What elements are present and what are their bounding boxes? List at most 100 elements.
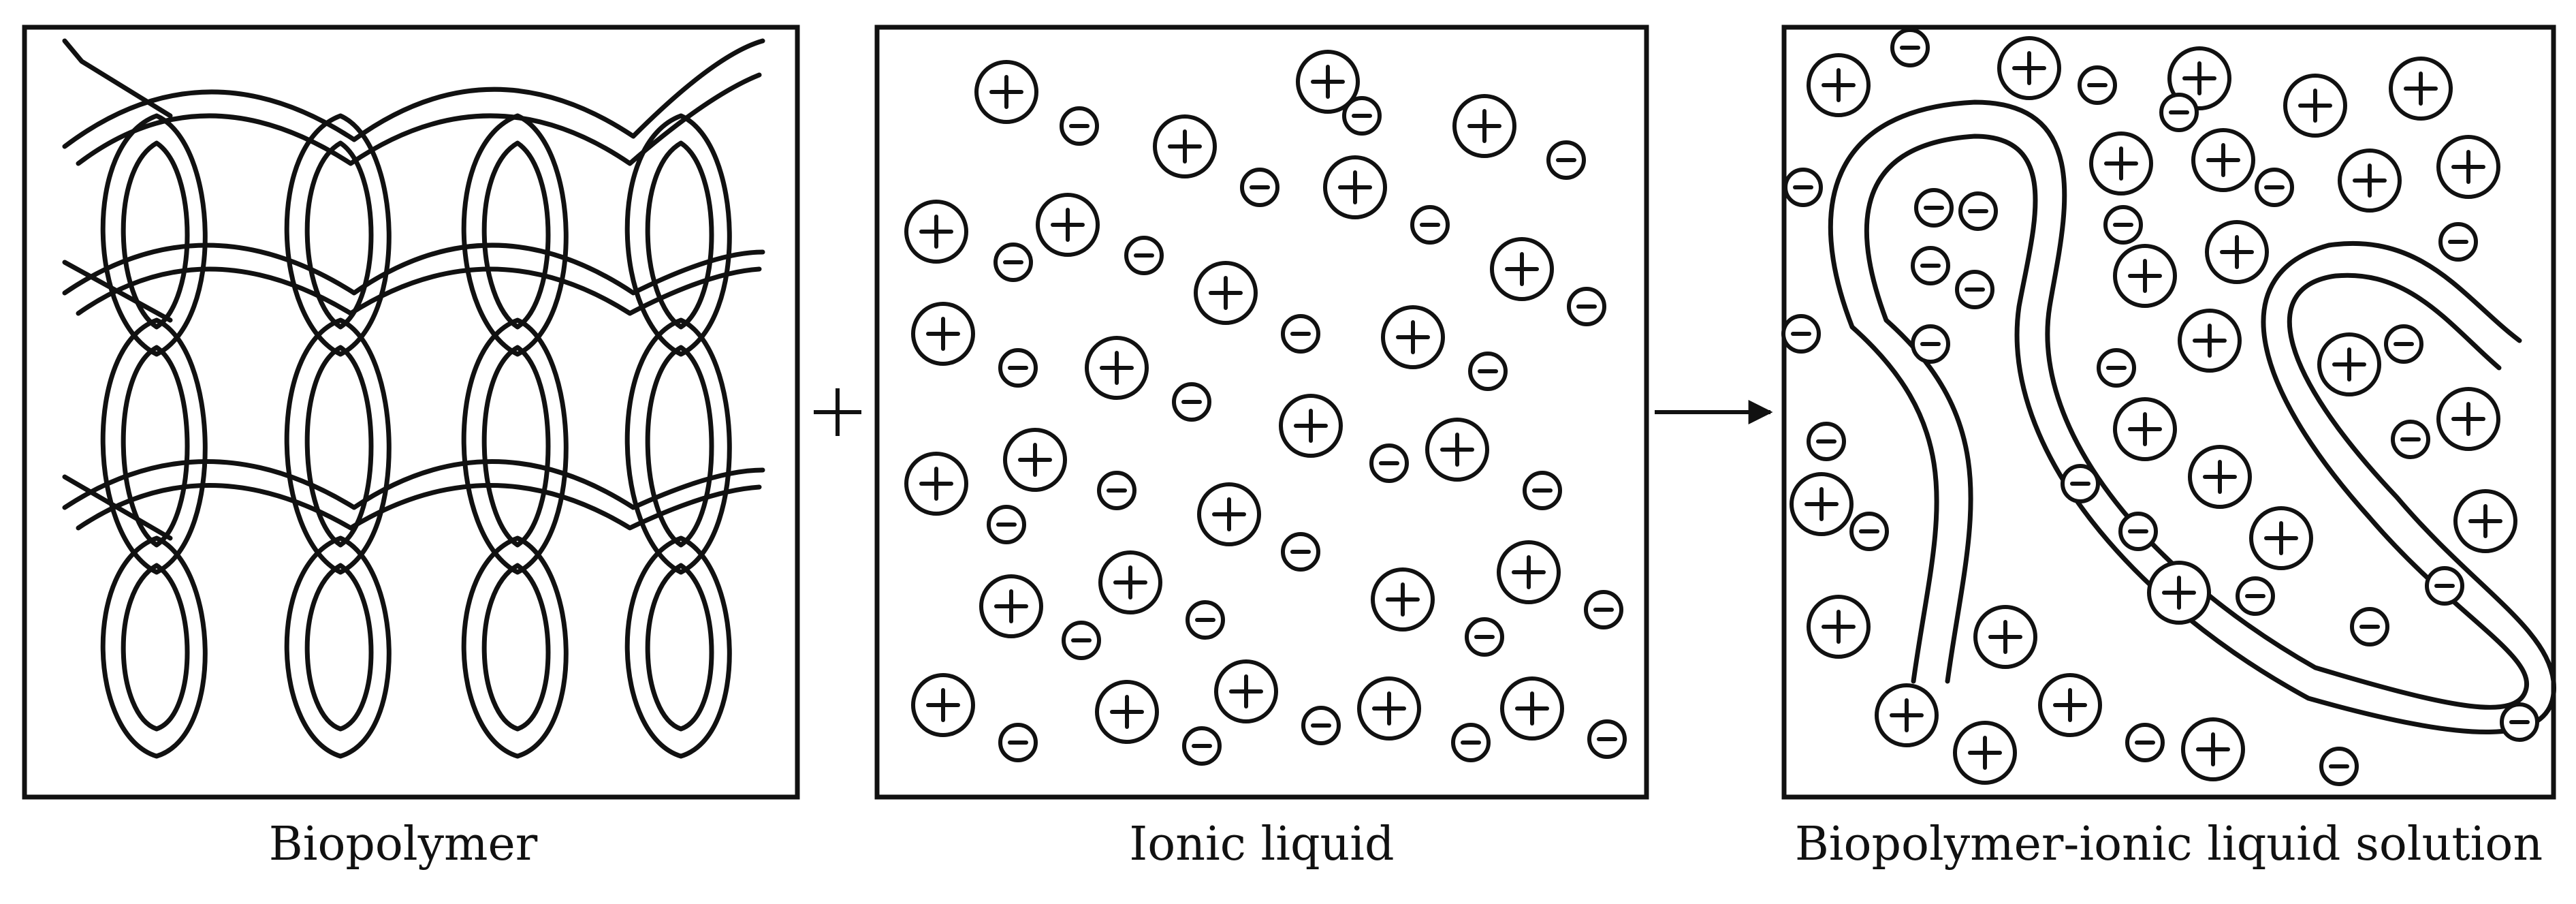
cation-icon	[1500, 676, 1564, 741]
anion-icon	[2500, 702, 2539, 742]
cation-icon	[911, 302, 975, 366]
cation-icon	[1214, 659, 1278, 723]
anion-icon	[2061, 464, 2100, 503]
cation-icon	[2113, 397, 2177, 461]
cation-icon	[2249, 506, 2313, 570]
anion-icon	[2255, 168, 2294, 207]
cation-icon	[1197, 482, 1261, 546]
anion-icon	[993, 243, 1033, 282]
cation-icon	[2436, 387, 2500, 451]
biopolymer-label: Biopolymer	[269, 817, 538, 871]
anion-icon	[1546, 140, 1586, 180]
cation-icon	[904, 200, 968, 264]
cation-icon	[1497, 540, 1561, 604]
anion-icon	[1465, 617, 1504, 657]
anion-icon	[1186, 600, 1225, 640]
anion-icon	[2103, 205, 2143, 245]
cation-icon	[2188, 445, 2252, 509]
cation-icon	[979, 574, 1043, 638]
anion-icon	[1781, 314, 1821, 354]
biopolymer-panel: Biopolymer	[22, 25, 800, 871]
anion-icon	[1342, 96, 1382, 136]
biopolymer-network	[62, 38, 765, 759]
cation-icon	[1425, 418, 1489, 482]
anion-icon	[1062, 621, 1101, 660]
cation-icon	[911, 673, 975, 737]
anion-icon	[1587, 719, 1627, 759]
cation-icon	[2317, 332, 2381, 396]
anion-icon	[1911, 324, 1950, 364]
anion-icon	[1958, 191, 1998, 231]
anion-icon	[1523, 471, 1562, 510]
solution-panel: Biopolymer-ionic liquid solution	[1781, 25, 2556, 871]
anion-icon	[2391, 420, 2430, 459]
cation-icon	[2191, 128, 2255, 192]
cation-icon	[1036, 193, 1100, 257]
cation-icon	[2338, 149, 2402, 213]
cation-icon	[2178, 309, 2242, 373]
anion-icon	[2125, 723, 2165, 762]
anion-icon	[2078, 65, 2117, 105]
cation-icon	[1790, 472, 1854, 536]
cation-icon	[1003, 428, 1067, 492]
cation-icon	[1371, 567, 1435, 632]
cation-icon	[2436, 135, 2500, 199]
anion-icon	[1097, 471, 1136, 510]
anion-icon	[1281, 314, 1320, 354]
anion-icon	[2159, 93, 2199, 132]
anion-icon	[998, 723, 1038, 762]
ionic-liquid-label: Ionic liquid	[1129, 817, 1394, 871]
cation-icon	[1807, 53, 1871, 117]
anion-icon	[2350, 607, 2389, 646]
anion-icon	[1955, 270, 1994, 309]
solution-ions	[1781, 28, 2539, 786]
anion-icon	[1369, 443, 1409, 483]
anion-icon	[1060, 106, 1099, 146]
anion-icon	[1410, 205, 1450, 245]
anion-icon	[2425, 566, 2464, 606]
solution-label: Biopolymer-ionic liquid solution	[1795, 817, 2543, 871]
cation-icon	[2453, 489, 2517, 553]
cation-icon	[1296, 50, 1360, 114]
ionic-liquid-ions	[904, 50, 1627, 766]
cation-icon	[2089, 131, 2153, 196]
cation-icon	[1323, 155, 1387, 219]
anion-icon	[2384, 324, 2423, 364]
cation-icon	[2147, 561, 2211, 625]
anion-icon	[1807, 422, 1846, 461]
cation-icon	[2283, 74, 2347, 138]
anion-icon	[1890, 28, 1930, 67]
cation-icon	[1085, 336, 1149, 400]
cation-icon	[1194, 261, 1258, 325]
anion-icon	[1567, 287, 1606, 326]
cation-icon	[1452, 94, 1516, 158]
cation-icon	[1381, 305, 1445, 369]
cation-icon	[1098, 550, 1162, 614]
anion-icon	[1911, 246, 1950, 285]
anion-icon	[1468, 352, 1508, 391]
anion-icon	[2319, 747, 2359, 786]
cation-icon	[904, 452, 968, 516]
anion-icon	[1451, 723, 1491, 762]
cation-icon	[2181, 717, 2245, 781]
cation-icon	[1153, 114, 1217, 178]
anion-icon	[987, 505, 1026, 544]
anion-icon	[2118, 512, 2158, 551]
cation-icon	[1357, 676, 1421, 741]
cation-icon	[1095, 680, 1159, 744]
anion-icon	[1914, 188, 1954, 228]
plus-operator	[814, 388, 861, 436]
cation-icon	[2205, 220, 2269, 284]
cation-icon	[2113, 244, 2177, 308]
ionic-liquid-panel: Ionic liquid	[874, 25, 1649, 871]
anion-icon	[1783, 168, 1823, 207]
anion-icon	[1182, 726, 1222, 766]
cation-icon	[974, 60, 1038, 124]
cation-icon	[1875, 683, 1939, 747]
cation-icon	[1807, 595, 1871, 659]
cation-icon	[2167, 46, 2231, 110]
anion-icon	[1849, 512, 1889, 551]
cation-icon	[2389, 57, 2453, 121]
cation-icon	[2038, 673, 2102, 737]
